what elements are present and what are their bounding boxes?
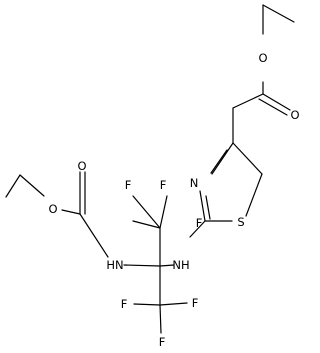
bond xyxy=(159,304,162,334)
bond xyxy=(123,264,161,267)
bond xyxy=(5,174,21,198)
ring-double-bond-inner xyxy=(205,195,211,220)
atom-nh-carbamate: HN xyxy=(106,258,123,272)
atom-o-ester: O xyxy=(258,51,267,65)
backbone-bonds xyxy=(5,171,206,334)
atom-n-thiazole: N xyxy=(190,176,199,190)
bond xyxy=(133,303,161,306)
thiazole-ring-bonds xyxy=(199,142,263,222)
ethyl-ester-bonds xyxy=(232,4,295,144)
chemical-structure-diagram: O O N S O O F F F HN NH F F F xyxy=(5,4,300,349)
bond xyxy=(19,174,45,197)
bond xyxy=(159,264,175,267)
bond xyxy=(245,173,263,217)
bond xyxy=(132,195,161,229)
bond xyxy=(199,190,206,222)
atom-s-thiazole: S xyxy=(237,215,244,229)
bond xyxy=(159,195,168,229)
atom-o-ester-carbonyl: O xyxy=(290,108,299,122)
atom-f-top-left: F xyxy=(125,178,132,192)
bond xyxy=(189,220,206,238)
atom-f-bottom-middle: F xyxy=(159,335,166,349)
bond xyxy=(232,142,263,175)
double-bond-b xyxy=(258,98,288,116)
bond xyxy=(132,220,161,229)
double-bond-a xyxy=(262,93,291,111)
bond xyxy=(211,142,234,175)
bond xyxy=(79,213,109,258)
atom-o-carbamate-ester: O xyxy=(48,202,57,216)
bond xyxy=(61,209,81,215)
bond xyxy=(159,302,188,306)
ring-double-bond-inner xyxy=(210,149,228,174)
atom-f-bottom-left: F xyxy=(121,297,128,311)
atom-nh-thiazole: NH xyxy=(172,258,189,272)
atom-f-top-middle: F xyxy=(160,178,167,192)
atom-f-bottom-right: F xyxy=(192,296,199,310)
atom-f-top-right: F xyxy=(196,216,203,230)
bond xyxy=(232,93,264,109)
atom-o-carbamate-carbonyl: O xyxy=(77,159,86,173)
bond xyxy=(262,4,295,23)
